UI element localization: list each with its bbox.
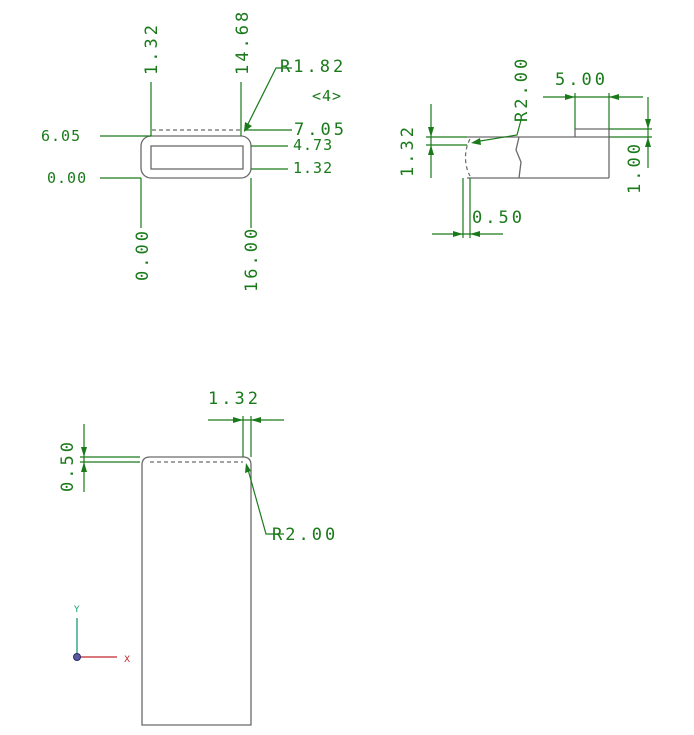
origin-icon bbox=[73, 653, 81, 661]
arrowhead bbox=[453, 231, 463, 237]
part-outline bbox=[141, 456, 252, 726]
dim-side-radius: R2.00 bbox=[512, 56, 532, 122]
radius-leader bbox=[246, 465, 284, 535]
x-axis-label: X bbox=[124, 655, 130, 665]
outer-outline bbox=[140, 135, 252, 179]
dim-side-offset: 0.50 bbox=[472, 208, 525, 228]
dim-top-132: 1.32 bbox=[142, 22, 162, 75]
arrowhead bbox=[471, 138, 481, 145]
hidden-curve bbox=[464, 138, 471, 177]
dim-right-132: 1.32 bbox=[293, 159, 333, 177]
arrowhead bbox=[81, 447, 87, 457]
dim-front-top-132: 1.32 bbox=[208, 389, 261, 409]
dim-side-length: 5.00 bbox=[555, 70, 608, 90]
dim-front-left-050: 0.50 bbox=[58, 439, 78, 492]
dim-front-radius: R2.00 bbox=[272, 525, 338, 545]
inner-outline bbox=[150, 145, 244, 170]
arrowhead bbox=[609, 94, 619, 100]
dim-side-right-100: 1.00 bbox=[625, 141, 645, 194]
dim-right-705: 7.05 bbox=[294, 120, 347, 140]
arrowhead bbox=[565, 94, 575, 100]
dim-left-605: 6.05 bbox=[41, 127, 81, 145]
view-front: 1.32 0.50 R2.00 bbox=[58, 389, 338, 726]
arrowhead bbox=[233, 417, 243, 423]
arrowhead bbox=[428, 145, 434, 155]
view-side: R2.00 5.00 1.32 1.00 0.50 bbox=[398, 56, 652, 238]
axis-triad: Y X bbox=[73, 605, 130, 665]
dim-bottom-000: 0.00 bbox=[133, 228, 153, 281]
dim-side-left-132: 1.32 bbox=[398, 124, 418, 177]
dim-right-473: 4.73 bbox=[293, 136, 333, 154]
y-axis-label: Y bbox=[73, 605, 80, 615]
radius-leader bbox=[473, 119, 522, 143]
dim-bottom-1600: 16.00 bbox=[242, 226, 262, 292]
break-line bbox=[515, 136, 522, 179]
view-top: 1.32 14.68 R1.82 <4> 6.05 0.00 7.05 4.73… bbox=[41, 9, 347, 292]
dim-radius: R1.82 bbox=[280, 57, 346, 77]
radius-leader bbox=[245, 67, 292, 129]
arrowhead bbox=[645, 137, 651, 147]
arrowhead bbox=[245, 463, 251, 473]
arrowhead bbox=[645, 119, 651, 129]
arrowhead bbox=[470, 231, 480, 237]
arrowhead bbox=[81, 462, 87, 472]
arrowhead bbox=[251, 417, 261, 423]
arrowhead bbox=[428, 127, 434, 137]
arrowhead bbox=[244, 122, 252, 132]
dim-left-000: 0.00 bbox=[47, 169, 87, 187]
dim-count: <4> bbox=[312, 87, 342, 105]
dim-top-1468: 14.68 bbox=[233, 9, 253, 75]
